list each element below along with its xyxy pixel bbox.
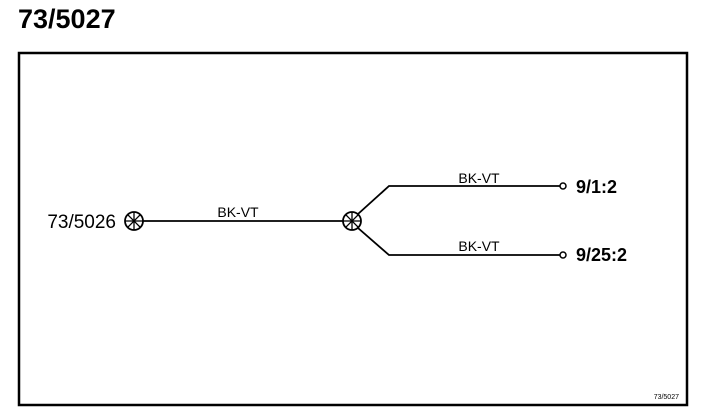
figure-id-label: 73/5027 bbox=[654, 394, 679, 401]
wire-upper bbox=[357, 185, 560, 215]
target-lower-label: 9/25:2 bbox=[576, 245, 627, 265]
source-connector-icon bbox=[124, 211, 144, 231]
diagram-frame bbox=[17, 51, 689, 407]
terminal-lower-icon bbox=[559, 251, 567, 259]
page-title: 73/5027 bbox=[18, 4, 116, 34]
source-connector-label: 73/5026 bbox=[47, 212, 116, 233]
terminal-upper-icon bbox=[559, 182, 567, 190]
wire-main-label: BK-VT bbox=[217, 204, 259, 220]
target-upper-label: 9/1:2 bbox=[576, 177, 617, 197]
wire-lower bbox=[357, 227, 560, 256]
splice-icon bbox=[342, 211, 362, 231]
wire-lower-label: BK-VT bbox=[458, 238, 500, 254]
wire-upper-label: BK-VT bbox=[458, 170, 500, 186]
